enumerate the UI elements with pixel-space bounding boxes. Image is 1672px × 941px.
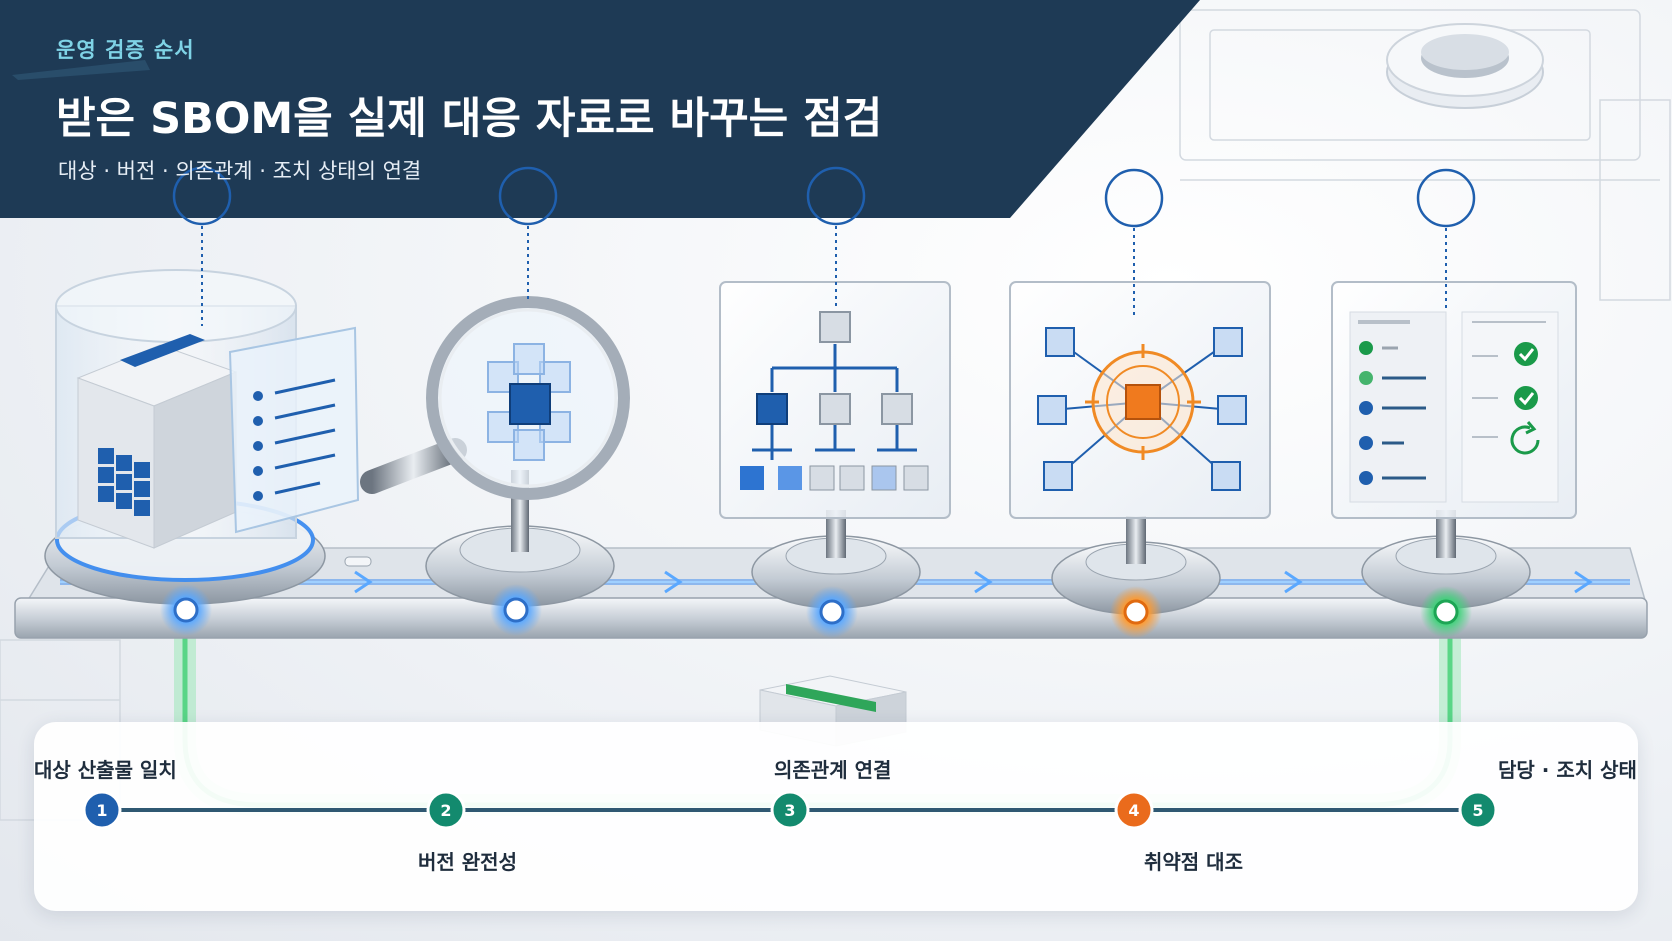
header-banner [0, 0, 1200, 218]
step-number: 2 [440, 801, 451, 820]
step-label-4: 취약점 대조 [1144, 850, 1243, 874]
step-node-4: 4 [1114, 790, 1154, 830]
page-title: 받은 SBOM을 실제 대응 자료로 바꾸는 점검 [56, 94, 883, 144]
step-timeline: 1 2 3 4 5 [82, 790, 1498, 830]
step-node-circle [426, 790, 466, 830]
station-artifact [44, 269, 360, 605]
washer-decoration [1386, 23, 1544, 109]
check-icon [1514, 386, 1538, 410]
step-node-1: 1 [82, 790, 122, 830]
step-number: 1 [96, 801, 107, 820]
step-node-circle [770, 790, 810, 830]
step-node-circle [1458, 790, 1498, 830]
refresh-icon [1510, 421, 1540, 455]
rail-nodes [160, 584, 1472, 638]
step-timeline-panel: 1 2 3 4 5 대상 산출물 일치 버전 완전성 의존관계 연결 취약점 대조 담당… [34, 722, 1638, 911]
step-node-3: 3 [770, 790, 810, 830]
header: 운영 검증 순서 받은 SBOM을 실제 대응 자료로 바꾸는 점검 대상 · … [0, 0, 1672, 230]
step-node-2: 2 [426, 790, 466, 830]
station-dependency [719, 281, 951, 609]
step-label-5: 담당 · 조치 상태 [1498, 758, 1637, 782]
step-node-5: 5 [1458, 790, 1498, 830]
step-label-1: 대상 산출물 일치 [34, 758, 177, 782]
station-magnifier [360, 296, 630, 607]
page-subtitle: 대상 · 버전 · 의존관계 · 조치 상태의 연결 [58, 159, 422, 183]
step-label-2: 버전 완전성 [418, 850, 517, 874]
step-number: 4 [1128, 801, 1139, 820]
step-number: 5 [1472, 801, 1483, 820]
step-node-circle [1114, 790, 1154, 830]
callout-markers [172, 166, 1476, 228]
step-node-circle [82, 790, 122, 830]
header-kicker: 운영 검증 순서 [56, 38, 195, 62]
step-number: 3 [784, 801, 795, 820]
check-icon [1514, 342, 1538, 366]
step-label-3: 의존관계 연결 [774, 758, 892, 782]
station-vulnerability [1009, 281, 1271, 615]
